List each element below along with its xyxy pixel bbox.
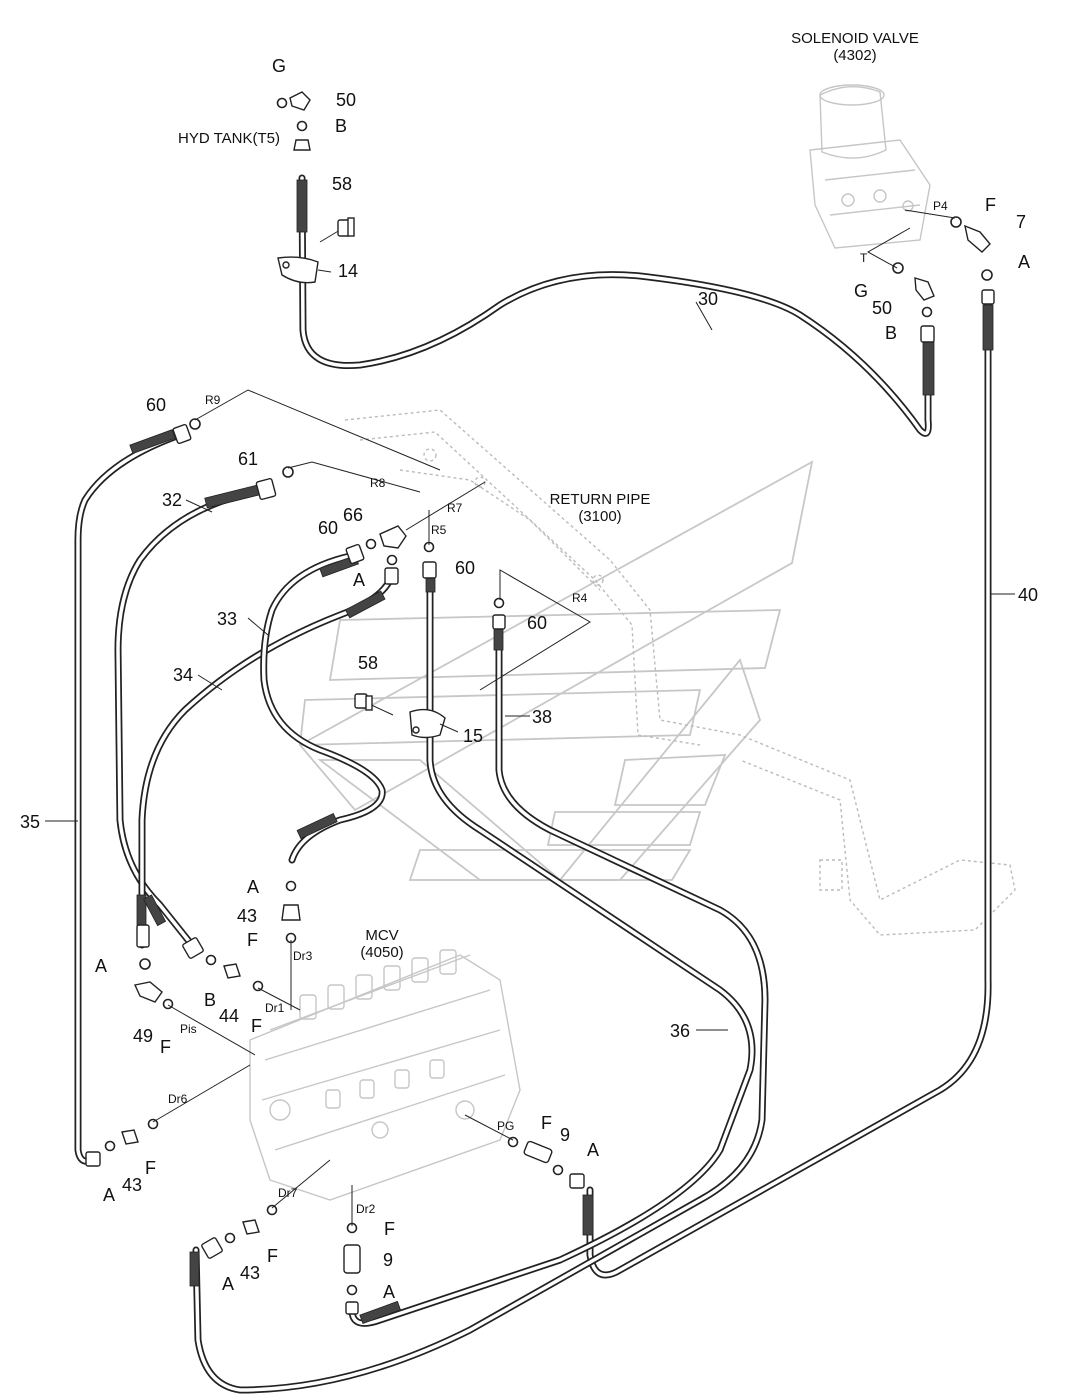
callout-60: 60 (146, 395, 166, 415)
hose-36 (348, 586, 756, 1327)
port-dr7: Dr7 (278, 1186, 298, 1200)
callout-a: A (383, 1282, 395, 1302)
mcv-code: (4050) (360, 944, 403, 961)
port-dr2: Dr2 (356, 1202, 376, 1216)
solenoid-valve-ghost (809, 84, 931, 249)
port-pg: PG (497, 1119, 514, 1133)
callout-b: B (204, 990, 216, 1010)
callout-36: 36 (670, 1021, 690, 1041)
leader-lines (152, 209, 956, 1226)
text-labels: SOLENOID VALVE (4302) HYD TANK(T5) RETUR… (178, 30, 919, 961)
bolt-58a (319, 217, 355, 243)
callout-f: F (985, 195, 996, 215)
callout-50: 50 (336, 90, 356, 110)
callout-34: 34 (173, 665, 193, 685)
hyd-tank-label: HYD TANK(T5) (178, 130, 280, 147)
hose-30 (298, 174, 932, 437)
fittings (85, 91, 995, 1315)
callout-a: A (353, 570, 365, 590)
bolt-58b (354, 693, 394, 716)
port-dr3: Dr3 (293, 949, 313, 963)
callout-60: 60 (455, 558, 475, 578)
callout-14: 14 (338, 261, 358, 281)
callout-58: 58 (332, 174, 352, 194)
port-r5: R5 (431, 523, 447, 537)
mcv-ghost (249, 949, 521, 1201)
clamp-14 (277, 256, 319, 284)
callout-g: G (272, 56, 286, 76)
callout-f: F (247, 930, 258, 950)
callout-a: A (587, 1140, 599, 1160)
callout-60: 60 (527, 613, 547, 633)
hose-40 (586, 296, 992, 1279)
callout-g: G (854, 281, 868, 301)
callout-43: 43 (122, 1175, 142, 1195)
callout-a: A (247, 877, 259, 897)
port-pis: Pis (180, 1022, 197, 1036)
callout-b: B (335, 116, 347, 136)
callout-40: 40 (1018, 585, 1038, 605)
return-pipe-title: RETURN PIPE (550, 491, 651, 508)
callout-f: F (267, 1246, 278, 1266)
callout-58: 58 (358, 653, 378, 673)
hose-32 (114, 486, 269, 949)
callout-f: F (251, 1016, 262, 1036)
solenoid-valve-code: (4302) (833, 47, 876, 64)
callout-f: F (541, 1113, 552, 1133)
callout-15: 15 (463, 726, 483, 746)
callout-38: 38 (532, 707, 552, 727)
port-r9: R9 (205, 393, 221, 407)
part-callouts: 50 B G 58 14 30 F 7 A G 50 B 40 60 61 32… (20, 56, 1038, 1302)
return-pipe-code: (3100) (578, 508, 621, 525)
watermark-logo (298, 460, 814, 881)
callout-f: F (160, 1037, 171, 1057)
hose-33 (260, 552, 386, 864)
callout-7: 7 (1016, 212, 1026, 232)
hose-ends (129, 179, 994, 1325)
hose-38 (192, 626, 769, 1394)
callout-66: 66 (343, 505, 363, 525)
clamp-15 (409, 708, 446, 739)
return-pipe-ghost (344, 409, 1016, 936)
port-r7: R7 (447, 501, 463, 515)
callout-49: 49 (133, 1026, 153, 1046)
callout-32: 32 (162, 490, 182, 510)
callout-60: 60 (318, 518, 338, 538)
callout-61: 61 (238, 449, 258, 469)
callout-35: 35 (20, 812, 40, 832)
port-labels: P4 T R9 R8 R7 R5 R4 Dr3 Dr1 Pis Dr6 PG D… (168, 199, 948, 1216)
port-r8: R8 (370, 476, 386, 490)
solenoid-valve-title: SOLENOID VALVE (791, 30, 919, 47)
callout-a: A (103, 1185, 115, 1205)
callout-43: 43 (237, 906, 257, 926)
callout-44: 44 (219, 1006, 239, 1026)
callout-a: A (1018, 252, 1030, 272)
callout-a: A (95, 956, 107, 976)
port-dr6: Dr6 (168, 1092, 188, 1106)
callout-33: 33 (217, 609, 237, 629)
callout-50: 50 (872, 298, 892, 318)
callout-9: 9 (383, 1250, 393, 1270)
hose-35 (74, 431, 184, 1165)
callout-30: 30 (698, 289, 718, 309)
port-p4: P4 (933, 199, 948, 213)
callout-f: F (145, 1158, 156, 1178)
port-dr1: Dr1 (265, 1001, 285, 1015)
callout-a: A (222, 1274, 234, 1294)
port-t: T (860, 251, 868, 265)
callout-43: 43 (240, 1263, 260, 1283)
callout-b: B (885, 323, 897, 343)
mcv-title: MCV (365, 927, 398, 944)
port-r4: R4 (572, 591, 588, 605)
callout-leaders (45, 269, 1015, 1031)
callout-9: 9 (560, 1125, 570, 1145)
callout-f: F (384, 1219, 395, 1239)
